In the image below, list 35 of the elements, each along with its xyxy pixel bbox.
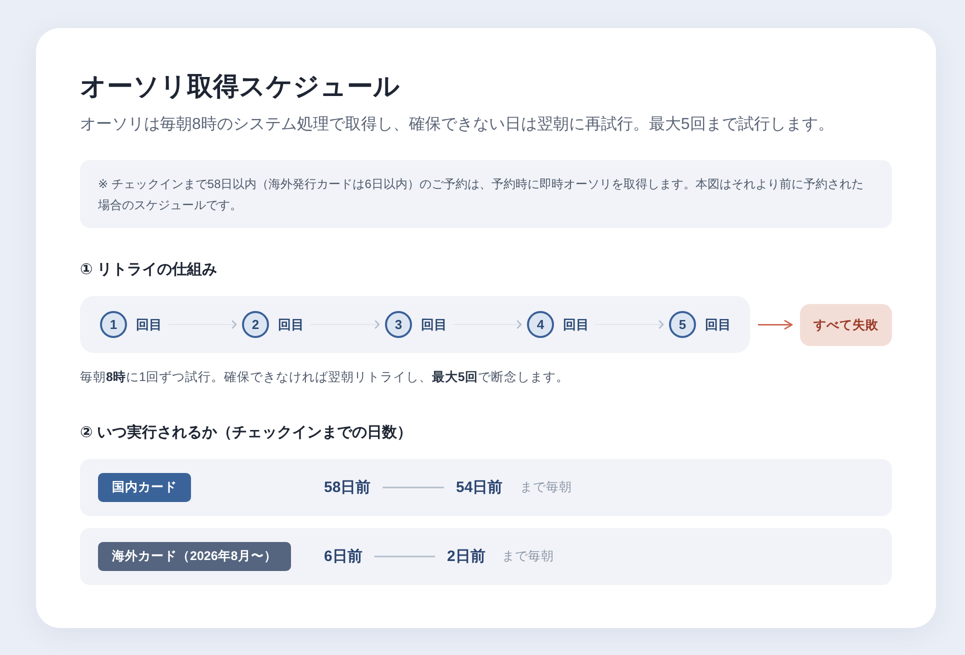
section-heading: ① リトライの仕組み	[80, 260, 217, 280]
step-label: 回目	[278, 316, 304, 334]
days-before-text: 58日前	[324, 477, 371, 498]
days-before-text: 6日前	[324, 546, 362, 567]
frequency-text: まで毎朝	[520, 479, 572, 496]
card-type-tag: 国内カード	[98, 473, 191, 502]
retry-steps-panel	[80, 296, 750, 353]
subtitle-text: オーソリは毎朝8時のシステム処理で取得し、確保できない日は翌朝に再試行。最大5回まで試行します。	[80, 114, 834, 135]
card-type-tag: 海外カード（2026年8月〜）	[98, 542, 291, 571]
diagram-title: オーソリ取得スケジュール	[80, 70, 400, 103]
frequency-text: まで毎朝	[502, 548, 554, 565]
card-row-panel	[80, 459, 892, 516]
step-number-circle: 3	[385, 311, 412, 338]
days-before-text: 54日前	[456, 477, 503, 498]
step-number-circle: 1	[100, 311, 127, 338]
arrow	[758, 320, 793, 330]
note-text: ※ チェックインまで58日以内（海外発行カードは6日以内）のご予約は、予約時に即時オーソリを取得します。本図はそれより前に予約された場合のスケジュールです。	[98, 176, 864, 214]
failure-tag: すべて失敗	[800, 304, 892, 346]
days-before-text: 2日前	[447, 546, 486, 567]
range-line	[374, 556, 435, 558]
step-label: 回目	[421, 316, 447, 334]
description-text: 毎朝8時に1回ずつ試行。確保できなければ翌朝リトライし、最大5回で断念します。	[80, 369, 569, 386]
section-heading: ② いつ実行されるか（チェックインまでの日数）	[80, 423, 412, 443]
step-label: 回目	[563, 316, 589, 334]
chevron-arrow	[452, 320, 522, 329]
step-number-circle: 5	[669, 311, 696, 338]
card-row-panel	[80, 528, 892, 585]
range-line	[382, 486, 444, 488]
step-number-circle: 4	[527, 311, 554, 338]
chevron-arrow	[168, 320, 237, 329]
step-label: 回目	[705, 316, 731, 334]
chevron-arrow	[310, 320, 380, 329]
chevron-arrow	[594, 320, 664, 329]
step-label: 回目	[136, 316, 162, 334]
step-number-circle: 2	[242, 311, 269, 338]
